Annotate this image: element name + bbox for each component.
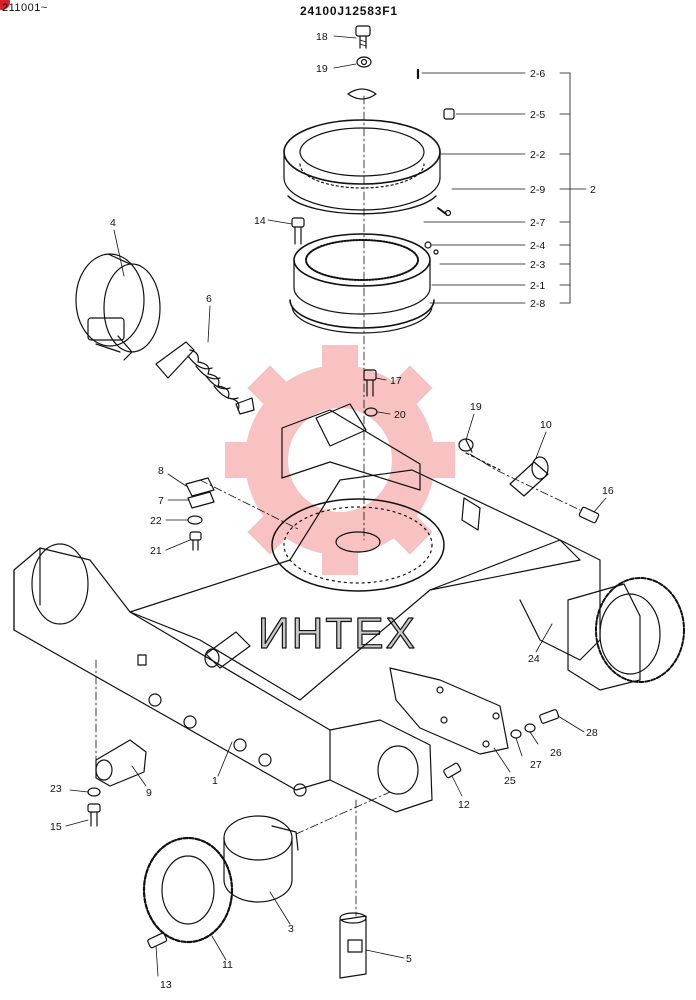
callout-12: 12 <box>458 799 470 811</box>
callout-labels: 1 2 2-6 2-5 2-2 2-9 2-7 2-4 2-3 2-1 2-8 … <box>50 31 614 991</box>
callout-1: 1 <box>212 775 218 787</box>
rear-drive-unit <box>567 577 685 691</box>
callout-27: 27 <box>530 759 542 771</box>
cover-plate <box>389 667 509 755</box>
track-frame <box>13 403 601 813</box>
callout-18: 18 <box>316 31 328 43</box>
callout-2-9: 2-9 <box>530 184 545 196</box>
callout-4: 4 <box>110 217 116 229</box>
callout-25: 25 <box>504 775 516 787</box>
callout-20: 20 <box>394 409 406 421</box>
callout-10: 10 <box>540 419 552 431</box>
callout-11: 11 <box>222 959 233 971</box>
drawing-number: 24100J12583F1 <box>300 4 398 18</box>
callout-26: 26 <box>550 747 562 759</box>
callout-17: 17 <box>390 375 402 387</box>
callout-14: 14 <box>254 215 266 227</box>
callout-9: 9 <box>146 787 152 799</box>
bolt-13 <box>147 932 168 949</box>
cover-bolts <box>510 709 560 739</box>
callout-13: 13 <box>160 979 172 991</box>
corner-red-marker <box>0 0 10 10</box>
callout-19-frame: 19 <box>470 401 482 413</box>
callout-8: 8 <box>158 465 164 477</box>
swivel-joint <box>339 912 367 979</box>
watermark-gear-logo <box>225 345 455 575</box>
callout-24: 24 <box>528 653 540 665</box>
callout-2: 2 <box>590 184 596 196</box>
clip-and-bolt-parts <box>185 477 215 551</box>
watermark-text: ИНТЕХ <box>258 609 417 658</box>
callout-2-5: 2-5 <box>530 109 545 121</box>
callout-21: 21 <box>150 545 162 557</box>
callout-2-8: 2-8 <box>530 298 545 310</box>
callout-15: 15 <box>50 821 62 833</box>
callout-5: 5 <box>406 953 412 965</box>
serial-range: 211001~ <box>2 2 48 14</box>
callout-2-7: 2-7 <box>530 217 545 229</box>
callout-2-2: 2-2 <box>530 149 545 161</box>
travel-motor <box>223 815 299 903</box>
callout-2-6: 2-6 <box>530 68 545 80</box>
recoil-spring <box>155 341 255 415</box>
bolt-12 <box>443 762 462 779</box>
callout-6: 6 <box>206 293 212 305</box>
callout-22: 22 <box>150 515 162 527</box>
callout-2-1: 2-1 <box>530 280 545 292</box>
drive-sprocket <box>142 836 234 944</box>
callout-2-3: 2-3 <box>530 259 545 271</box>
callout-7: 7 <box>158 495 164 507</box>
callout-19-top: 19 <box>316 63 328 75</box>
leader-lines <box>65 35 607 977</box>
bolt-14 <box>291 217 305 245</box>
callout-28: 28 <box>586 727 598 739</box>
front-idler <box>75 253 161 361</box>
top-bolt-and-nut <box>347 25 377 100</box>
callout-23: 23 <box>50 783 62 795</box>
callout-16: 16 <box>602 485 614 497</box>
track-roller-parts <box>87 739 147 827</box>
swivel-joint-parts <box>458 438 600 531</box>
callout-3: 3 <box>288 923 294 935</box>
callout-2-4: 2-4 <box>530 240 545 252</box>
slewing-ring-assembly <box>283 68 455 334</box>
